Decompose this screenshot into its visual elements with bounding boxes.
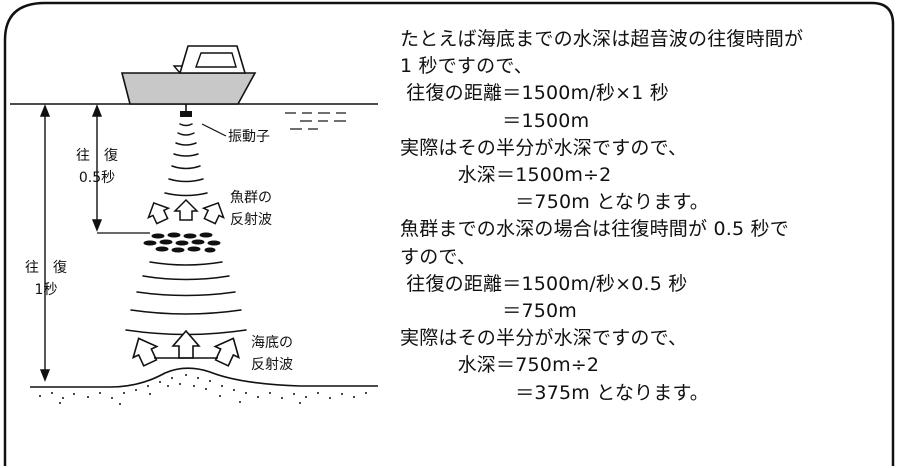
explanation-line: すので、: [400, 245, 477, 268]
echo-sounder-diagram: [10, 45, 378, 405]
explanation-line: 実際はその半分が水深ですので、: [400, 327, 688, 350]
seabed-line: [30, 367, 378, 388]
explanation-line: ＝1500m: [400, 109, 590, 132]
seabed-echo-label-line2: 反射波: [251, 357, 293, 373]
short-interval-label-line2: 0.5秒: [78, 170, 116, 186]
long-interval-label-line1: 往 復: [25, 260, 67, 276]
long-interval-arrow: [39, 104, 51, 382]
seabed-dots: [39, 374, 367, 405]
transducer-label: 振動子: [228, 129, 270, 145]
wave-marks: [285, 112, 346, 130]
explanation-line: 往復の距離＝1500m/秒×0.5 秒: [400, 272, 688, 295]
fish-echo-label-line1: 魚群の: [230, 190, 272, 206]
long-interval-label-line2: 1秒: [34, 282, 58, 298]
deep-sound-waves: [125, 261, 247, 336]
transducer-leader: [201, 123, 227, 137]
transducer-icon: [180, 111, 192, 117]
explanation-line: ＝750m: [400, 300, 578, 323]
explanation-line: 1 秒ですので、: [400, 55, 533, 78]
short-interval-label-line1: 往 復: [76, 148, 118, 164]
fish-echo-label-line2: 反射波: [230, 212, 272, 228]
explanation-line: 往復の距離＝1500m/秒×1 秒: [400, 82, 669, 105]
explanation-text: たとえば海底までの水深は超音波の往復時間が 1 秒ですので、 往復の距離＝150…: [400, 26, 890, 407]
explanation-line: 実際はその半分が水深ですので、: [400, 136, 688, 159]
fish-echo-arrows: [147, 198, 225, 225]
boat-icon: [120, 45, 257, 112]
seabed-echo-arrows: [131, 329, 241, 367]
explanation-line: 魚群までの水深の場合は往復時間が 0.5 秒で: [400, 218, 789, 241]
explanation-line: たとえば海底までの水深は超音波の往復時間が: [400, 28, 804, 50]
explanation-line: ＝375m となります。: [400, 381, 709, 404]
fish-school-icon: [143, 232, 221, 253]
short-interval-arrow: [91, 104, 103, 232]
explanation-line: ＝750m となります。: [400, 191, 709, 214]
explanation-line: 水深＝1500m÷2: [400, 164, 612, 187]
sound-waves: [164, 123, 208, 197]
explanation-line: 水深＝750m÷2: [400, 354, 600, 377]
seabed-echo-label-line1: 海底の: [251, 335, 293, 351]
